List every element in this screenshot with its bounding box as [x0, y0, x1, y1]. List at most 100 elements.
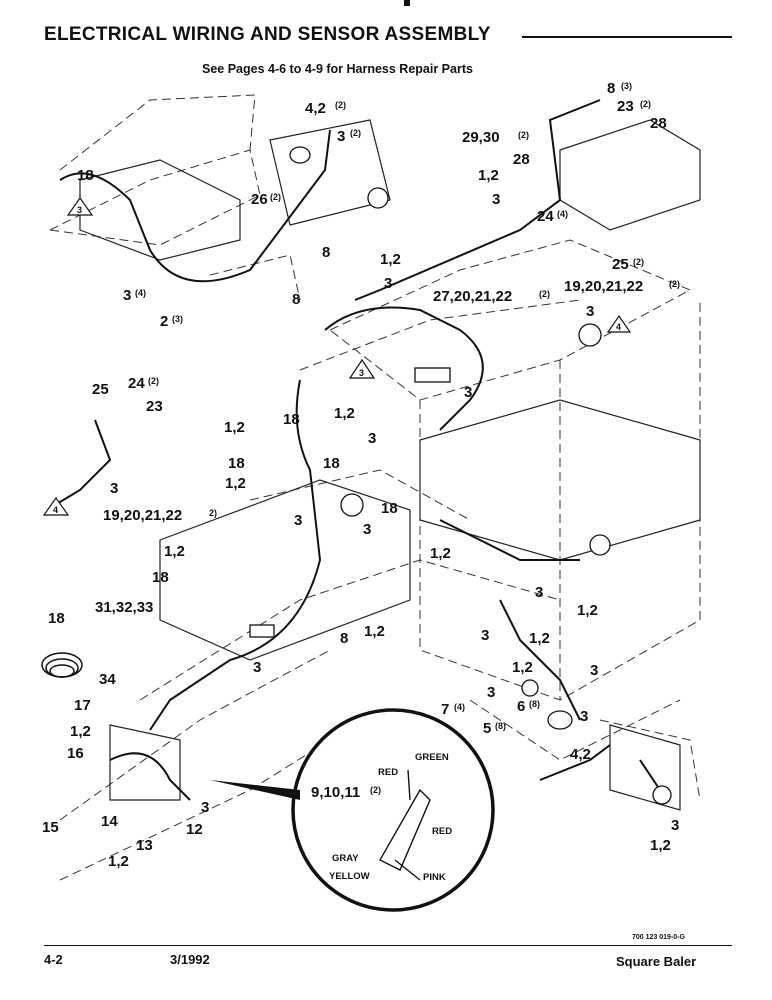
callout-25: 25 — [612, 256, 629, 273]
qty-label: (4) — [135, 288, 146, 298]
callout-13: 13 — [136, 837, 153, 854]
footer-rule — [44, 945, 732, 946]
callout-18: 18 — [323, 455, 340, 472]
callout-3: 3 — [368, 430, 376, 447]
qty-label: (2) — [335, 100, 346, 110]
qty-label: (4) — [454, 702, 465, 712]
connector-blocks — [249, 146, 672, 805]
callout-34: 34 — [99, 671, 116, 688]
callout-19-20-21-22: 19,20,21,22 — [564, 278, 643, 295]
callout-6: 6 — [517, 698, 525, 715]
callout-12: 12 — [186, 821, 203, 838]
callout-18: 18 — [228, 455, 245, 472]
qty-label: (2) — [640, 99, 651, 109]
wire-label-gray: GRAY — [332, 853, 359, 864]
qty-label: (2) — [370, 785, 381, 795]
qty-label: (3) — [172, 314, 183, 324]
callout-29-30: 29,30 — [462, 129, 500, 146]
qty-label: (8) — [495, 721, 506, 731]
qty-label: (2) — [518, 130, 529, 140]
callout-27-20-21-22: 27,20,21,22 — [433, 288, 512, 305]
callout-1-2: 1,2 — [164, 543, 185, 560]
callout-1-2: 1,2 — [334, 405, 355, 422]
callout-19-20-21-22: 19,20,21,22 — [103, 507, 182, 524]
callout-1-2: 1,2 — [650, 837, 671, 854]
callout-3: 3 — [535, 584, 543, 601]
qty-label: (2) — [350, 128, 361, 138]
document-id: 700 123 019-0-G — [632, 934, 685, 941]
callout-3: 3 — [487, 684, 495, 701]
wire-label-yellow: YELLOW — [329, 871, 370, 882]
revision-date: 3/1992 — [170, 952, 210, 967]
callout-3: 3 — [481, 627, 489, 644]
callout-3: 3 — [337, 128, 345, 145]
callout-3: 3 — [492, 191, 500, 208]
callout-1-2: 1,2 — [224, 419, 245, 436]
detail-pointer — [210, 780, 300, 800]
triangle-marker: 3 — [359, 368, 364, 378]
reference-triangles: 3 3 4 4 — [42, 196, 632, 516]
callout-8: 8 — [322, 244, 330, 261]
callout-3: 3 — [671, 817, 679, 834]
wiring-harness — [54, 99, 661, 801]
baler-frame-dashed — [48, 94, 701, 881]
wire-label-pink: PINK — [423, 872, 446, 883]
callout-3: 3 — [363, 521, 371, 538]
callout-3: 3 — [123, 287, 131, 304]
callout-labels: 4,2 (2) 3 (2) 26 (2) 8 8 3 (4) 2 (3) 18 … — [42, 80, 680, 870]
qty-label: (2) — [633, 257, 644, 267]
qty-label: (2) — [148, 376, 159, 386]
callout-9-10-11: 9,10,11 — [311, 784, 360, 801]
callout-1-2: 1,2 — [225, 475, 246, 492]
callout-4-2: 4,2 — [570, 746, 591, 763]
callout-1-2: 1,2 — [70, 723, 91, 740]
qty-label: (4) — [557, 209, 568, 219]
callout-28: 28 — [650, 115, 667, 132]
callout-1-2: 1,2 — [430, 545, 451, 562]
triangle-marker: 4 — [53, 505, 58, 515]
callout-1-2: 1,2 — [577, 602, 598, 619]
callout-18: 18 — [48, 610, 65, 627]
callout-1-2: 1,2 — [512, 659, 533, 676]
callout-1-2: 1,2 — [364, 623, 385, 640]
wire-label-red: RED — [432, 826, 452, 837]
page-number: 4-2 — [44, 952, 63, 967]
page-title: ELECTRICAL WIRING AND SENSOR ASSEMBLY — [44, 24, 491, 45]
wire-label-red: RED — [378, 767, 398, 778]
callout-18: 18 — [152, 569, 169, 586]
callout-26: 26 — [251, 191, 268, 208]
callout-15: 15 — [42, 819, 59, 836]
callout-1-2: 1,2 — [380, 251, 401, 268]
callout-8: 8 — [340, 630, 348, 647]
qty-label: (2) — [270, 192, 281, 202]
callout-31-32-33: 31,32,33 — [95, 599, 153, 616]
qty-label: (3) — [621, 81, 632, 91]
callout-24: 24 — [128, 375, 145, 392]
callout-3: 3 — [253, 659, 261, 676]
product-name: Square Baler — [616, 954, 697, 969]
callout-18: 18 — [283, 411, 300, 428]
callout-24: 24 — [537, 208, 554, 225]
title-rule — [522, 36, 732, 38]
callout-4-2: 4,2 — [305, 100, 326, 117]
callout-28: 28 — [513, 151, 530, 168]
callout-3: 3 — [590, 662, 598, 679]
detail-wire-labels: RED GREEN RED GRAY YELLOW PINK — [329, 752, 452, 883]
callout-14: 14 — [101, 813, 118, 830]
triangle-marker: 3 — [77, 205, 82, 215]
detail-inset — [210, 708, 495, 912]
triangle-marker: 4 — [616, 322, 621, 332]
harness-coil — [41, 652, 83, 678]
callout-2: 2 — [160, 313, 168, 330]
callout-8: 8 — [292, 291, 300, 308]
page-corner-mark — [404, 0, 410, 6]
callout-3: 3 — [294, 512, 302, 529]
callout-3: 3 — [384, 275, 392, 292]
callout-3: 3 — [580, 708, 588, 725]
callout-18: 18 — [77, 167, 94, 184]
callout-23: 23 — [146, 398, 163, 415]
callout-3: 3 — [110, 480, 118, 497]
callout-1-2: 1,2 — [108, 853, 129, 870]
callout-1-2: 1,2 — [529, 630, 550, 647]
